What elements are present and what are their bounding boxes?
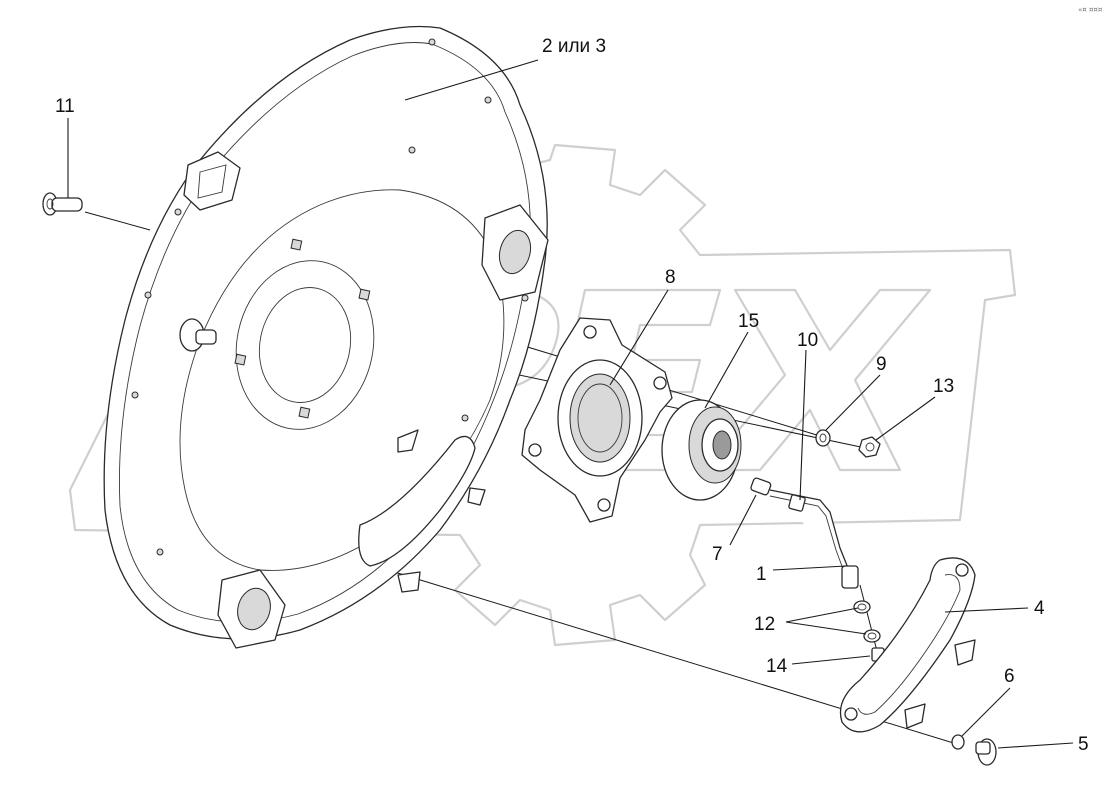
callout-12: 12: [754, 614, 775, 635]
callout-7: 7: [712, 544, 723, 565]
callout-4: 4: [1034, 598, 1045, 619]
axis-line-fittings: [859, 584, 879, 656]
corner-mark: «¤ ¤¤¤: [1078, 6, 1103, 14]
callout-2-or-3: 2 или 3: [542, 36, 606, 57]
axis-line-upper: [84, 211, 151, 231]
housing-plate: [103, 25, 549, 649]
callout-labels: 2 или 3 11 8 15 10 9 13 7 1 4 12 14 6 5: [55, 36, 1089, 755]
seal-washers-12: [853, 600, 881, 643]
callout-13: 13: [933, 376, 954, 397]
callout-6: 6: [1004, 666, 1015, 687]
cover-plate-4: [839, 557, 976, 733]
bolt-5: [975, 738, 997, 766]
bolt-11: [42, 192, 83, 216]
flange-housing-8: [521, 317, 673, 523]
hose-end-fitting: [841, 565, 859, 589]
fitting-7: [750, 477, 772, 496]
nut-13: [858, 436, 881, 458]
leader-lines: [67, 59, 1074, 749]
hose-line-1: [750, 477, 859, 589]
callout-1: 1: [756, 564, 767, 585]
callout-11: 11: [55, 96, 75, 117]
grommet-plug: [358, 435, 486, 593]
callout-8: 8: [665, 267, 676, 288]
callout-10: 10: [797, 330, 818, 351]
washer-9: [815, 429, 831, 447]
callout-15: 15: [738, 311, 759, 332]
callout-9: 9: [876, 354, 887, 375]
washer-6: [951, 734, 965, 750]
callout-5: 5: [1078, 734, 1089, 755]
fitting-10: [788, 494, 806, 512]
callout-14: 14: [766, 656, 788, 677]
release-bearing-15: [661, 399, 742, 501]
